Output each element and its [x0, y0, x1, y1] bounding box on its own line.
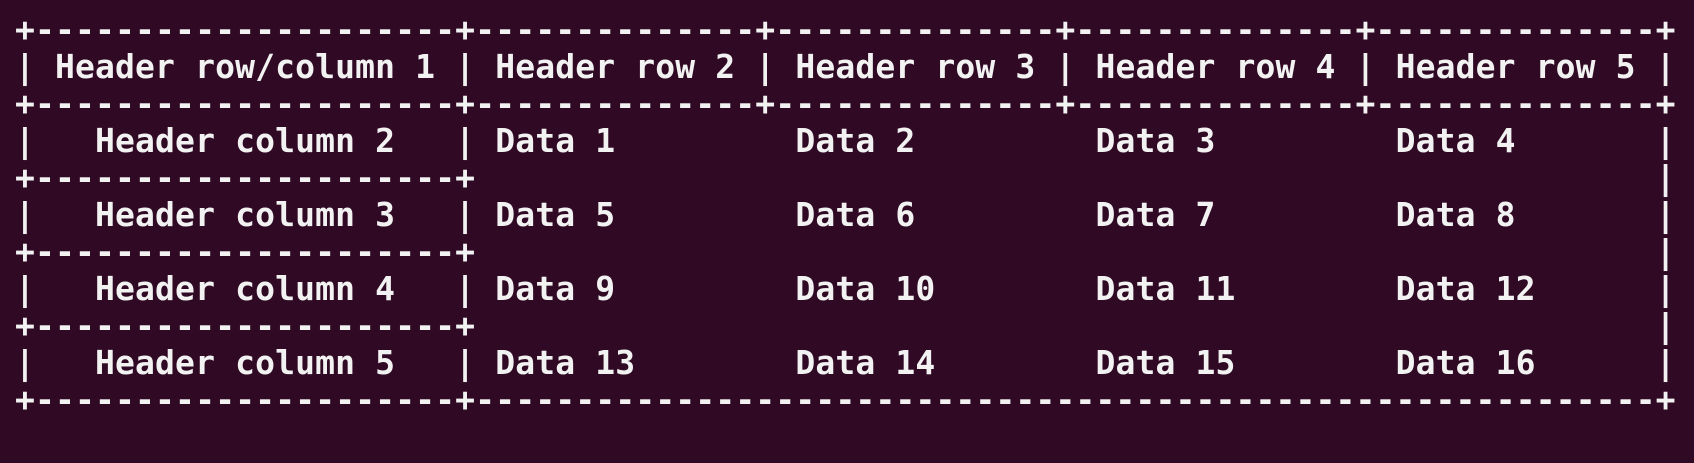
table-border: +---------------------+--------------+--…: [15, 84, 1676, 123]
row-header-cell: Header column 3: [95, 195, 396, 234]
data-cell: Data 16: [1395, 343, 1536, 382]
data-cell: Data 13: [495, 343, 636, 382]
data-cell: Data 14: [795, 343, 936, 382]
data-cell: Data 7: [1095, 195, 1216, 234]
data-cell: Data 6: [795, 195, 916, 234]
table-border: +---------------------+ |: [15, 232, 1676, 271]
row-header-cell: Header column 2: [95, 121, 396, 160]
column-header-cell: Header row 2: [495, 47, 736, 86]
data-cell: Data 8: [1395, 195, 1516, 234]
data-cell: Data 2: [795, 121, 916, 160]
data-cell: Data 15: [1095, 343, 1236, 382]
row-header-cell: Header column 5: [95, 343, 396, 382]
data-cell: Data 10: [795, 269, 936, 308]
column-header-cell: Header row 3: [795, 47, 1036, 86]
data-cell: Data 4: [1395, 121, 1516, 160]
row-header-cell: Header column 4: [95, 269, 396, 308]
data-cell: Data 9: [495, 269, 616, 308]
data-cell: Data 1: [495, 121, 616, 160]
column-header-cell: Header row 5: [1395, 47, 1636, 86]
table-border: +---------------------+ |: [15, 158, 1676, 197]
table-border: +---------------------+-----------------…: [15, 380, 1676, 419]
table-border: +---------------------+ |: [15, 306, 1676, 345]
data-cell: Data 11: [1095, 269, 1236, 308]
table-border: +---------------------+--------------+--…: [15, 10, 1676, 49]
data-cell: Data 3: [1095, 121, 1216, 160]
corner-header-cell: Header row/column 1: [55, 47, 436, 86]
column-header-cell: Header row 4: [1095, 47, 1336, 86]
ascii-table: +---------------------+--------------+--…: [15, 10, 1676, 419]
data-cell: Data 5: [495, 195, 616, 234]
data-cell: Data 12: [1395, 269, 1536, 308]
